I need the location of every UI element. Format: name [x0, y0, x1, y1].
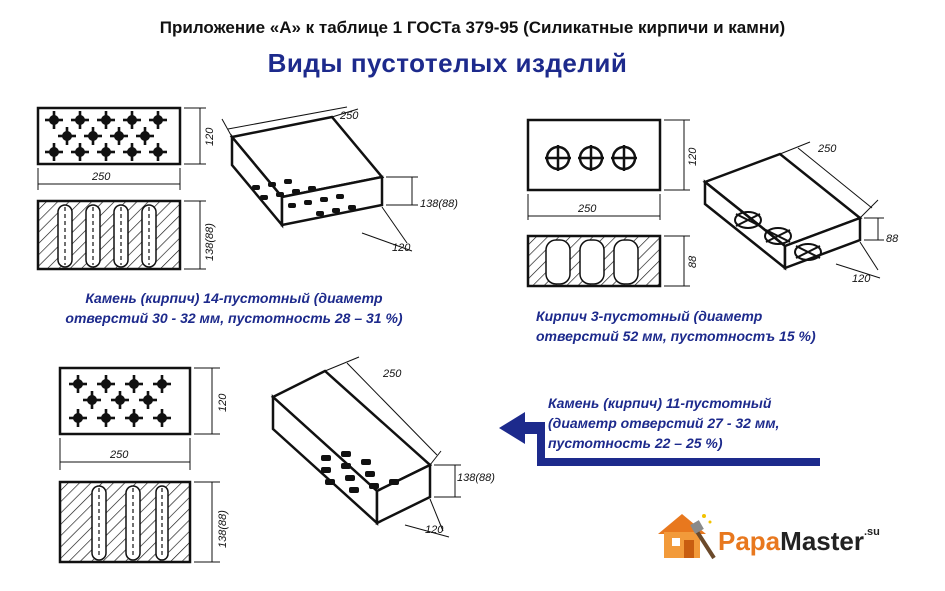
house-brush-icon	[658, 514, 716, 560]
brick14-section-view: 138(88)	[36, 199, 216, 271]
brick11-iso-height: 138(88)	[457, 472, 495, 484]
papamaster-logo[interactable]: PapaMaster.su	[652, 508, 912, 568]
brick3-iso-width: 120	[852, 273, 871, 285]
brick11-iso-view: 250 138(88) 120	[270, 356, 495, 538]
brick14-dim-height: 120	[204, 127, 216, 146]
brick11-dim-length: 250	[109, 449, 129, 461]
brick3-dim-section: 88	[687, 255, 699, 268]
brick3-dim-length: 250	[577, 203, 597, 215]
brick14-caption-line2: отверстий 30 - 32 мм, пустотность 28 – 3…	[65, 310, 403, 326]
brick14-iso-length: 250	[339, 110, 359, 122]
brick3-caption-line2: отверстий 52 мм, пустотностъ 15 %)	[536, 328, 816, 344]
brick11-iso-width: 120	[425, 524, 444, 536]
brick14-iso-view: 250 138(88) 120	[221, 106, 458, 254]
brick3-iso-height: 88	[886, 233, 899, 245]
header-title: Приложение «А» к таблице 1 ГОСТа 379-95 …	[159, 18, 786, 37]
brick14-caption-line1: Камень (кирпич) 14-пустотный (диаметр	[85, 290, 383, 306]
brick3-dim-height: 120	[687, 147, 699, 166]
brick14-iso-height: 138(88)	[420, 198, 458, 210]
logo-brand-master: Master	[780, 526, 864, 556]
logo-tld: .su	[863, 526, 880, 538]
brick14-top-view: 250 120	[36, 106, 216, 190]
brick3-top-view: 250 120	[526, 118, 699, 220]
brick11-dim-height: 120	[217, 393, 229, 412]
brick11-top-view: 250 120	[58, 366, 229, 470]
arrow-left-icon	[499, 412, 820, 466]
brick3-caption: Кирпич 3-пустотный (диаметр отверстий 52…	[536, 306, 816, 346]
brick11-caption: Камень (кирпич) 11-пустотный (диаметр от…	[548, 393, 779, 453]
brick3-section-view: 88	[526, 234, 699, 288]
brick11-caption-line1: Камень (кирпич) 11-пустотный	[548, 395, 772, 411]
brick14-dim-section: 138(88)	[204, 223, 216, 261]
brick11-section-view: 138(88)	[58, 480, 229, 564]
brick11-iso-length: 250	[382, 368, 402, 380]
brick11-dim-section: 138(88)	[217, 510, 229, 548]
brick14-caption: Камень (кирпич) 14-пустотный (диаметр от…	[24, 288, 444, 328]
brick14-dim-length: 250	[91, 171, 111, 183]
page-title: Виды пустотелых изделий	[267, 48, 628, 78]
brick11-caption-line2: (диаметр отверстий 27 - 32 мм,	[548, 415, 780, 431]
brick3-iso-view: 250 88 120	[702, 141, 899, 285]
brick3-caption-line1: Кирпич 3-пустотный (диаметр	[536, 308, 763, 324]
brick11-caption-line3: пустотность 22 – 25 %)	[548, 435, 723, 451]
brick3-iso-length: 250	[817, 143, 837, 155]
brick14-iso-width: 120	[392, 242, 411, 254]
logo-brand-papa: Papa	[718, 526, 781, 556]
